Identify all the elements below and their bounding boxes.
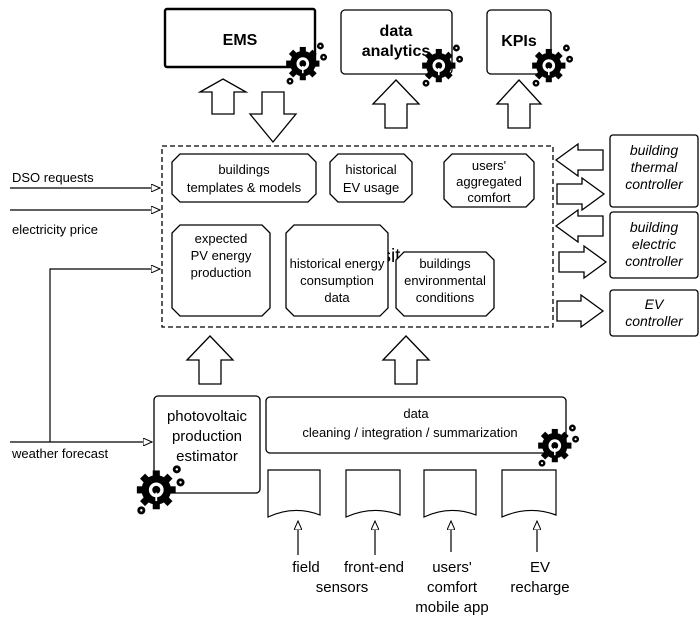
ems-label: EMS	[223, 32, 258, 49]
svg-text:environmental: environmental	[404, 273, 486, 288]
svg-text:comfort: comfort	[467, 190, 511, 205]
building-thermal-controller-box: building thermal controller	[609, 134, 699, 208]
svg-text:historical energy: historical energy	[290, 256, 385, 271]
source-ev-recharge: EV recharge	[510, 559, 569, 596]
svg-text:estimator: estimator	[176, 448, 238, 465]
svg-text:expected: expected	[195, 231, 248, 246]
arrow-from-electric-controller	[554, 208, 604, 244]
building-electric-controller-box: building electric controller	[609, 211, 699, 279]
repo-item-historical-energy: historical energy consumption data	[285, 224, 389, 317]
svg-text:historical: historical	[345, 162, 396, 177]
arrow-up-to-kpis	[495, 79, 543, 129]
repo-item-buildings-environmental: buildings environmental conditions	[395, 251, 495, 317]
svg-text:field: field	[292, 559, 320, 576]
svg-text:mobile app: mobile app	[415, 599, 488, 616]
arrow-from-thermal-controller	[554, 142, 604, 178]
svg-text:conditions: conditions	[416, 290, 475, 305]
weather-to-repository-arrow	[49, 269, 160, 442]
svg-text:sensors: sensors	[316, 579, 369, 596]
document-icon-field-sensors	[267, 469, 321, 518]
data-cleaning-box: data cleaning / integration / summarizat…	[265, 396, 567, 454]
svg-text:buildings: buildings	[218, 162, 270, 177]
svg-text:comfort: comfort	[427, 579, 478, 596]
svg-text:users': users'	[472, 158, 506, 173]
svg-text:EV: EV	[645, 296, 665, 312]
arrow-up-to-ems	[197, 78, 249, 115]
arrow-to-electric-controller	[558, 244, 608, 280]
svg-text:aggregated: aggregated	[456, 174, 522, 189]
svg-text:data: data	[403, 406, 429, 421]
svg-text:production: production	[172, 428, 242, 445]
document-icon-ev-recharge	[501, 469, 557, 518]
source-comfort-app: users' comfort mobile app	[415, 559, 488, 616]
repo-item-expected-pv: expected PV energy production	[171, 224, 271, 317]
analytics-label-line2: analytics	[362, 43, 431, 60]
svg-text:building: building	[630, 142, 678, 158]
weather-forecast-label: weather forecast	[11, 446, 108, 461]
svg-text:front-end: front-end	[344, 559, 404, 576]
kpis-label: KPIs	[501, 33, 537, 50]
svg-text:electric: electric	[632, 236, 676, 252]
svg-text:cleaning / integration / summa: cleaning / integration / summarization	[302, 425, 517, 440]
document-icon-comfort-app	[423, 469, 477, 518]
repo-item-users-comfort: users' aggregated comfort	[443, 153, 535, 208]
source-front-end-sensors: front-end sensors	[316, 559, 404, 596]
arrow-down-from-ems	[248, 91, 298, 144]
svg-text:consumption: consumption	[300, 273, 374, 288]
analytics-label-line1: data	[380, 23, 413, 40]
kpis-box: KPIs	[486, 9, 552, 75]
electricity-price-label: electricity price	[12, 222, 98, 237]
ems-box: EMS	[163, 7, 317, 69]
svg-text:EV: EV	[530, 559, 550, 576]
svg-text:controller: controller	[625, 313, 684, 329]
svg-text:production: production	[191, 265, 252, 280]
data-repository-border	[161, 145, 554, 328]
svg-text:buildings: buildings	[419, 256, 471, 271]
svg-text:building: building	[630, 219, 678, 235]
ev-controller-box: EV controller	[609, 289, 699, 337]
svg-text:thermal: thermal	[631, 159, 679, 175]
svg-text:data: data	[324, 290, 350, 305]
data-analytics-box: data analytics	[340, 9, 453, 75]
arrow-up-from-estimator	[185, 335, 235, 385]
source-field-sensors: field	[292, 559, 320, 576]
svg-text:recharge: recharge	[510, 579, 569, 596]
document-icon-front-end-sensors	[345, 469, 401, 518]
svg-text:templates & models: templates & models	[187, 180, 302, 195]
svg-text:controller: controller	[625, 176, 684, 192]
repo-item-buildings-templates: buildings templates & models	[171, 153, 317, 203]
dso-requests-label: DSO requests	[12, 170, 94, 185]
arrow-to-thermal-controller	[556, 176, 606, 212]
arrow-up-to-analytics	[371, 79, 421, 129]
svg-text:users': users'	[432, 559, 472, 576]
repo-item-historical-ev: historical EV usage	[329, 153, 413, 203]
svg-text:controller: controller	[625, 253, 684, 269]
arrow-to-ev-controller	[556, 293, 605, 329]
svg-text:EV usage: EV usage	[343, 180, 399, 195]
svg-text:photovoltaic: photovoltaic	[167, 408, 248, 425]
arrow-up-from-cleaning	[381, 335, 431, 385]
svg-text:PV energy: PV energy	[191, 248, 252, 263]
